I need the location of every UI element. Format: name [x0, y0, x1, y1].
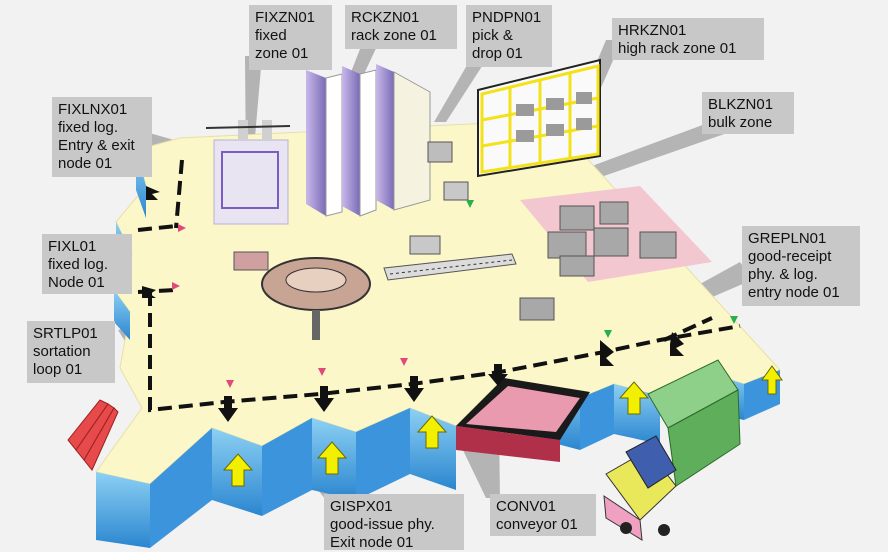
label-fixl01-line2: Node 01 [48, 274, 105, 291]
label-srtlp01: SRTLP01 sortation loop 01 [27, 321, 115, 383]
pick-and-drop [409, 141, 469, 255]
label-blkzn01-code: BLKZN01 [708, 96, 774, 113]
label-fixlnx01-line3: node 01 [58, 155, 113, 172]
conveyor-line [383, 253, 517, 281]
label-fixlnx01-code: FIXLNX01 [58, 101, 128, 118]
label-fixlnx01: FIXLNX01 fixed log. Entry & exit node 01 [52, 97, 152, 177]
bulk-zone [519, 186, 712, 321]
label-srtlp01-line2: loop 01 [33, 361, 83, 378]
label-grepln01-line2: phy. & log. [748, 266, 818, 283]
label-gispx01: GISPX01 good-issue phy. Exit node 01 [324, 494, 464, 551]
label-srtlp01-line1: sortation [33, 343, 91, 360]
high-rack-zone [477, 58, 601, 178]
stairs [67, 399, 119, 471]
label-fixzn01-line1: fixed [255, 27, 287, 44]
conveyor-pit [456, 378, 590, 462]
label-fixzn01: FIXZN01 fixed zone 01 [249, 5, 332, 70]
label-pndpn01-line2: drop 01 [472, 45, 523, 62]
label-fixl01: FIXL01 fixed log. Node 01 [42, 234, 132, 294]
triangle-markers [172, 200, 738, 388]
label-blkzn01: BLKZN01 bulk zone [702, 92, 794, 134]
label-grepln01-code: GREPLN01 [748, 230, 827, 247]
sortation-loop [233, 251, 371, 340]
label-fixl01-code: FIXL01 [48, 238, 97, 255]
label-pndpn01-line1: pick & [472, 27, 513, 44]
label-grepln01-line1: good-receipt [748, 248, 832, 265]
truck [603, 359, 741, 541]
label-rckzn01: RCKZN01 rack zone 01 [345, 5, 457, 49]
label-srtlp01-code: SRTLP01 [33, 325, 98, 342]
label-conv01-code: CONV01 [496, 498, 557, 515]
label-fixl01-line1: fixed log. [48, 256, 109, 273]
label-gispx01-line1: good-issue phy. [330, 516, 435, 533]
label-rckzn01-line1: rack zone 01 [351, 27, 437, 44]
label-grepln01-line3: entry node 01 [748, 284, 840, 301]
label-hrkzn01-line1: high rack zone 01 [618, 40, 737, 57]
label-fixlnx01-line1: fixed log. [58, 119, 119, 136]
label-fixlnx01-line2: Entry & exit [58, 137, 135, 154]
exit-arrows [142, 186, 684, 422]
label-pndpn01: PNDPN01 pick & drop 01 [466, 5, 552, 67]
label-fixzn01-line2: zone 01 [255, 45, 309, 62]
label-gispx01-line2: Exit node 01 [330, 534, 414, 551]
entry-arrows [222, 365, 783, 487]
label-blkzn01-line1: bulk zone [708, 114, 773, 131]
fixed-zone [205, 120, 291, 225]
label-grepln01: GREPLN01 good-receipt phy. & log. entry … [742, 226, 860, 306]
label-rckzn01-code: RCKZN01 [351, 9, 420, 26]
label-hrkzn01: HRKZN01 high rack zone 01 [612, 18, 764, 60]
rack-zone [306, 64, 431, 217]
label-gispx01-code: GISPX01 [330, 498, 393, 515]
label-hrkzn01-code: HRKZN01 [618, 22, 687, 39]
label-fixzn01-code: FIXZN01 [255, 9, 316, 26]
label-conv01-line1: conveyor 01 [496, 516, 578, 533]
label-pndpn01-code: PNDPN01 [472, 9, 542, 26]
label-conv01: CONV01 conveyor 01 [490, 494, 596, 536]
